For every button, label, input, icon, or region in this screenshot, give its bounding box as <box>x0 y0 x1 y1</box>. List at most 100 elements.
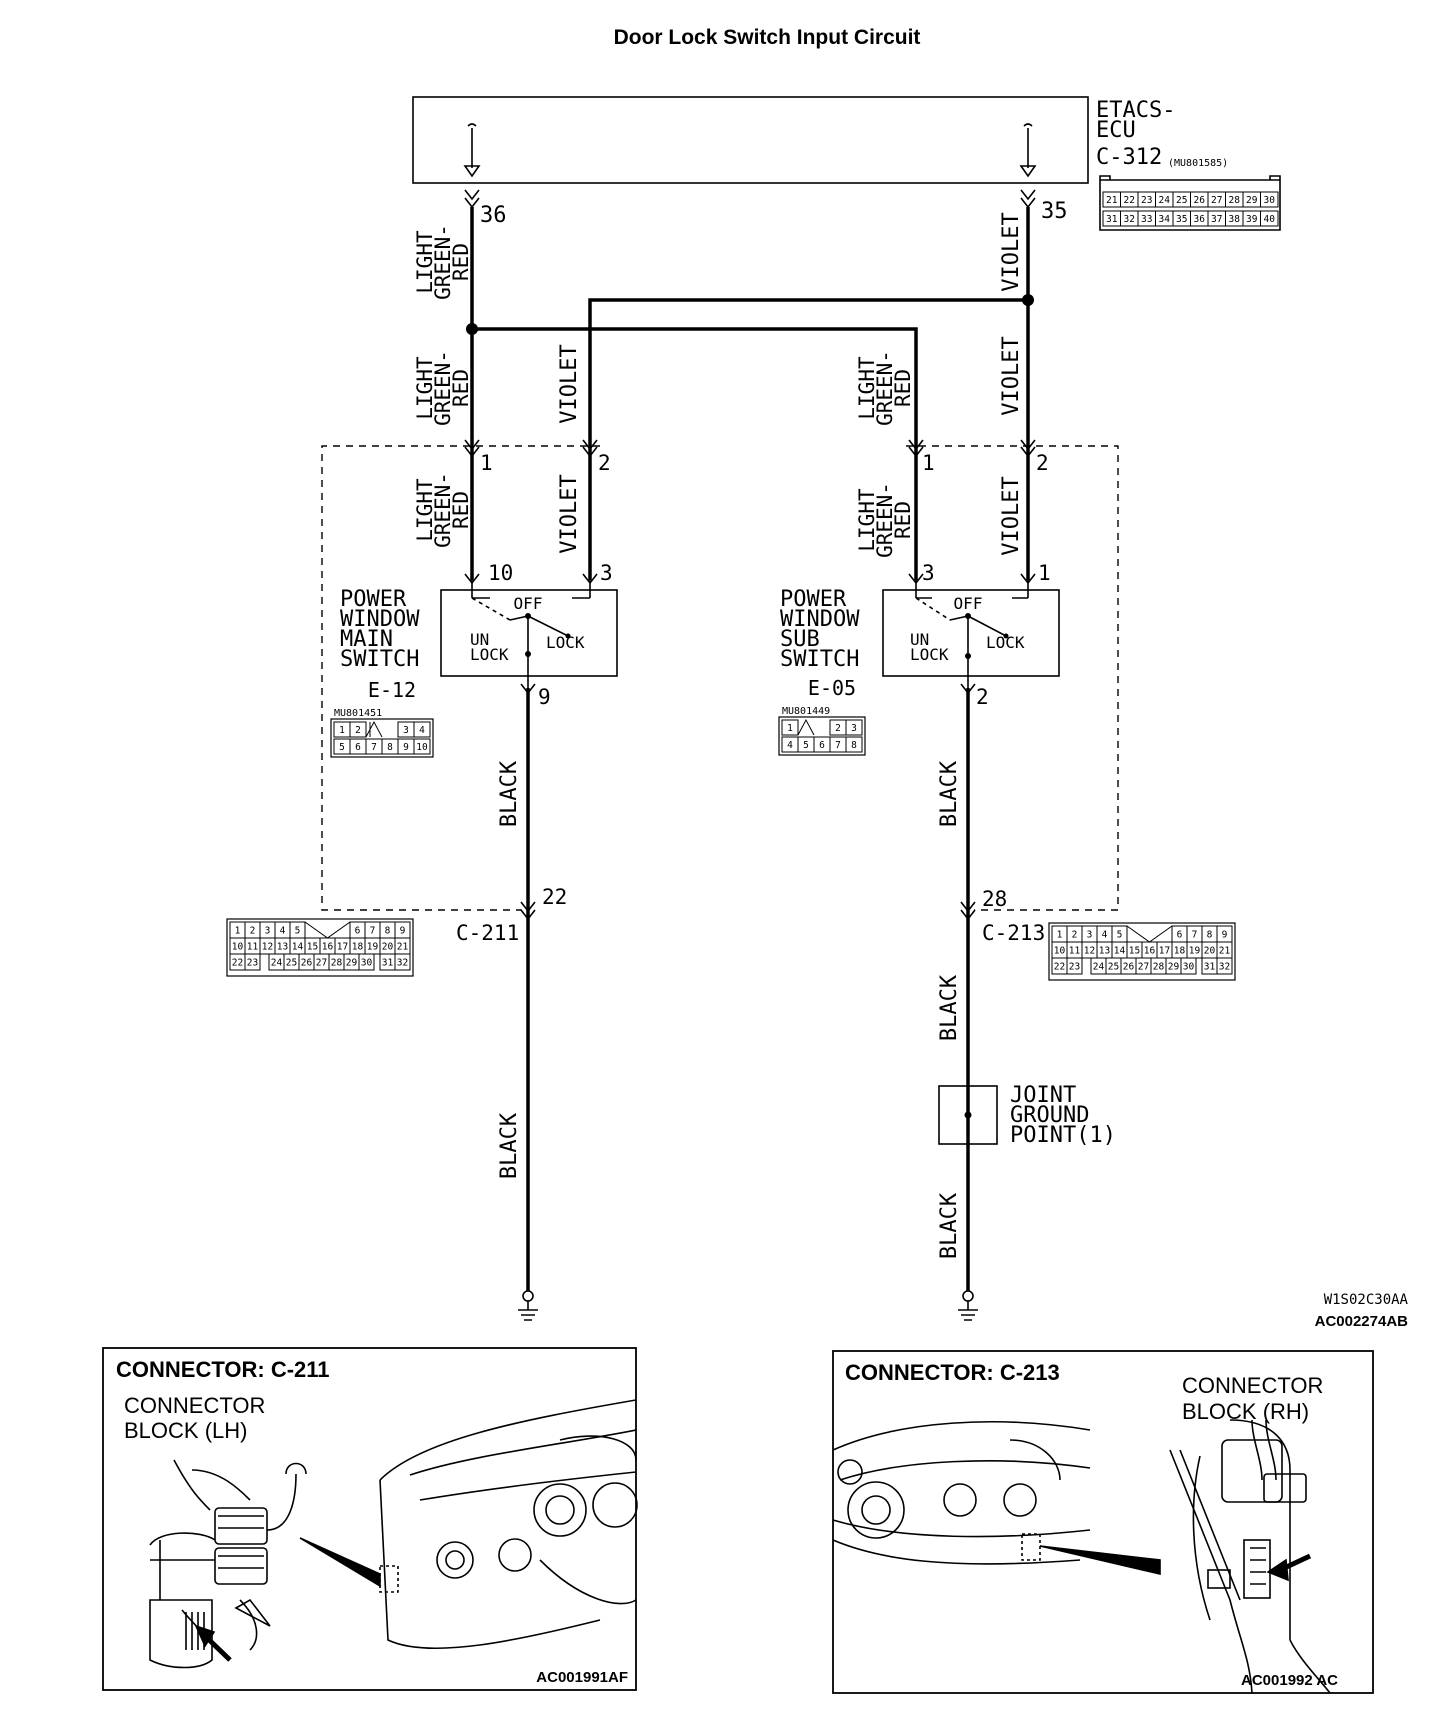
sub-switch-output-mark <box>960 683 976 695</box>
wire-labels: LIGHT GREEN- RED LIGHT GREEN- RED LIGHT … <box>413 212 1024 1259</box>
c213-pin-cell <box>1216 957 1233 975</box>
e05-pin-label: 2 <box>835 723 841 734</box>
harness-boundary-left <box>321 445 600 911</box>
e05-pin-label: 4 <box>787 740 793 751</box>
joint-label-2: GROUND <box>1010 1103 1089 1128</box>
sub-switch-pin-lgr: 3 <box>922 561 935 585</box>
svg-text:GREEN-: GREEN- <box>873 350 897 426</box>
ecu-pin-label: 37 <box>1211 214 1222 225</box>
ecu-connector-label: C-312 <box>1096 145 1162 170</box>
ecu-pin-36: 36 <box>480 203 507 228</box>
c211-key-notch <box>304 921 351 939</box>
c213-pin-label: 18 <box>1174 946 1186 957</box>
c211-pin-label: 17 <box>337 942 348 953</box>
sub-switch-off-label: OFF <box>954 594 983 613</box>
c211-pin-label: 21 <box>397 942 409 953</box>
connector-panel-c213: CONNECTOR: C-213 CONNECTOR BLOCK (RH) AC… <box>832 1350 1374 1694</box>
e12-pin-label: 5 <box>339 742 345 753</box>
ecu-input-arrow-left <box>463 123 481 178</box>
harness-pin-left-1: 1 <box>480 451 493 475</box>
ecu-pin-cell <box>1260 191 1279 208</box>
c213-pin-label: 11 <box>1069 946 1081 957</box>
c211-pin-label: 20 <box>382 942 394 953</box>
c211-pin-cell <box>358 953 375 971</box>
c211-pin-label: 25 <box>286 958 297 969</box>
c213-pin-label: 3 <box>1087 930 1093 941</box>
c213-pin-label: 31 <box>1204 962 1216 973</box>
c213-pin-label: 22 <box>1054 962 1065 973</box>
ecu-pin-label: 26 <box>1194 195 1206 206</box>
ecu-pin-label: 38 <box>1229 214 1241 225</box>
ecu-pin-cell <box>1260 210 1279 227</box>
c211-pin-label: 10 <box>232 942 244 953</box>
ecu-pin-label: 21 <box>1106 195 1118 206</box>
e12-key-notch <box>365 720 383 738</box>
c213-key-notch <box>1126 925 1173 943</box>
main-switch-name-3: MAIN <box>340 627 393 652</box>
c213-pin-label: 15 <box>1129 946 1140 957</box>
svg-text:GREEN-: GREEN- <box>873 482 897 558</box>
label-lgr-mid-left: LIGHT GREEN- RED <box>413 350 473 426</box>
c211-pin-label: 11 <box>247 942 259 953</box>
panel-c213-frame <box>832 1350 1374 1694</box>
wire-violet-cross <box>588 298 1028 580</box>
c213-pin-label: 1 <box>1057 930 1063 941</box>
c211-pin-label: 2 <box>250 926 256 937</box>
e05-pin-label: 7 <box>835 740 841 751</box>
harness-pin-right-2: 2 <box>1036 451 1049 475</box>
svg-text:LIGHT: LIGHT <box>855 356 879 420</box>
sub-switch-common <box>965 653 971 659</box>
sub-switch-leads <box>915 580 1029 599</box>
main-switch-name-2: WINDOW <box>340 607 420 632</box>
main-switch-pin-ground: 9 <box>538 685 551 709</box>
c213-pin-label: 9 <box>1222 930 1228 941</box>
panel-c211-label-1: CONNECTOR <box>124 1393 265 1418</box>
sub-switch-name-2: WINDOW <box>780 607 860 632</box>
e05-pin-label: 8 <box>851 740 857 751</box>
main-switch-pin-lgr: 10 <box>488 561 513 585</box>
connector-mark-right-1 <box>908 439 924 458</box>
svg-text:GREEN-: GREEN- <box>431 224 455 300</box>
dashboard-sketch-left <box>299 1399 638 1650</box>
e05-pin-cell <box>845 719 863 736</box>
ground-symbol-right <box>958 1290 978 1321</box>
c213-pin: 28 <box>982 887 1007 911</box>
main-switch-lock-label: LOCK <box>546 633 585 652</box>
label-black-left-2: BLACK <box>497 1112 522 1179</box>
ecu-pin-label: 28 <box>1229 195 1241 206</box>
main-switch-lock-contact <box>565 633 571 639</box>
e12-pin-label: 2 <box>355 725 361 736</box>
e12-pin-label: 1 <box>339 725 345 736</box>
c211-outline <box>226 918 414 977</box>
svg-text:RED: RED <box>891 369 915 407</box>
panel-c213-label-2: BLOCK (RH) <box>1182 1399 1309 1424</box>
connector-mark-left-1 <box>464 439 480 458</box>
connector-mark-ecu-36 <box>464 189 480 209</box>
label-black-right-2: BLACK <box>937 974 962 1041</box>
e12-pin-label: 7 <box>371 742 377 753</box>
figure-code-1: W1S02C30AA <box>1324 1292 1409 1308</box>
panel-c213-title: CONNECTOR: C-213 <box>845 1360 1060 1385</box>
label-violet-top-right: VIOLET <box>999 212 1024 291</box>
c213-pin-label: 6 <box>1177 930 1183 941</box>
c211-pin-label: 14 <box>292 942 304 953</box>
junction-violet <box>1022 294 1034 306</box>
harness-boundary-right <box>906 445 1119 911</box>
joint-label-3: POINT(1) <box>1010 1123 1116 1148</box>
svg-text:RED: RED <box>449 369 473 407</box>
ecu-pin-label: 25 <box>1176 195 1187 206</box>
connector-mark-c213 <box>960 901 976 921</box>
c213-pin-label: 19 <box>1189 946 1201 957</box>
c211-pin-label: 9 <box>400 926 406 937</box>
c213-pin-label: 32 <box>1219 962 1230 973</box>
c211-pin-label: 7 <box>370 926 376 937</box>
c211-pin-cell <box>244 953 261 971</box>
svg-text:GREEN-: GREEN- <box>431 472 455 548</box>
sub-switch-unlock-label-2: LOCK <box>910 645 949 664</box>
sub-switch-pin-ground: 2 <box>976 685 989 709</box>
e05-pin-label: 5 <box>803 740 809 751</box>
svg-text:GREEN-: GREEN- <box>431 350 455 426</box>
svg-text:LIGHT: LIGHT <box>413 230 437 294</box>
c211-pin-label: 22 <box>232 958 243 969</box>
